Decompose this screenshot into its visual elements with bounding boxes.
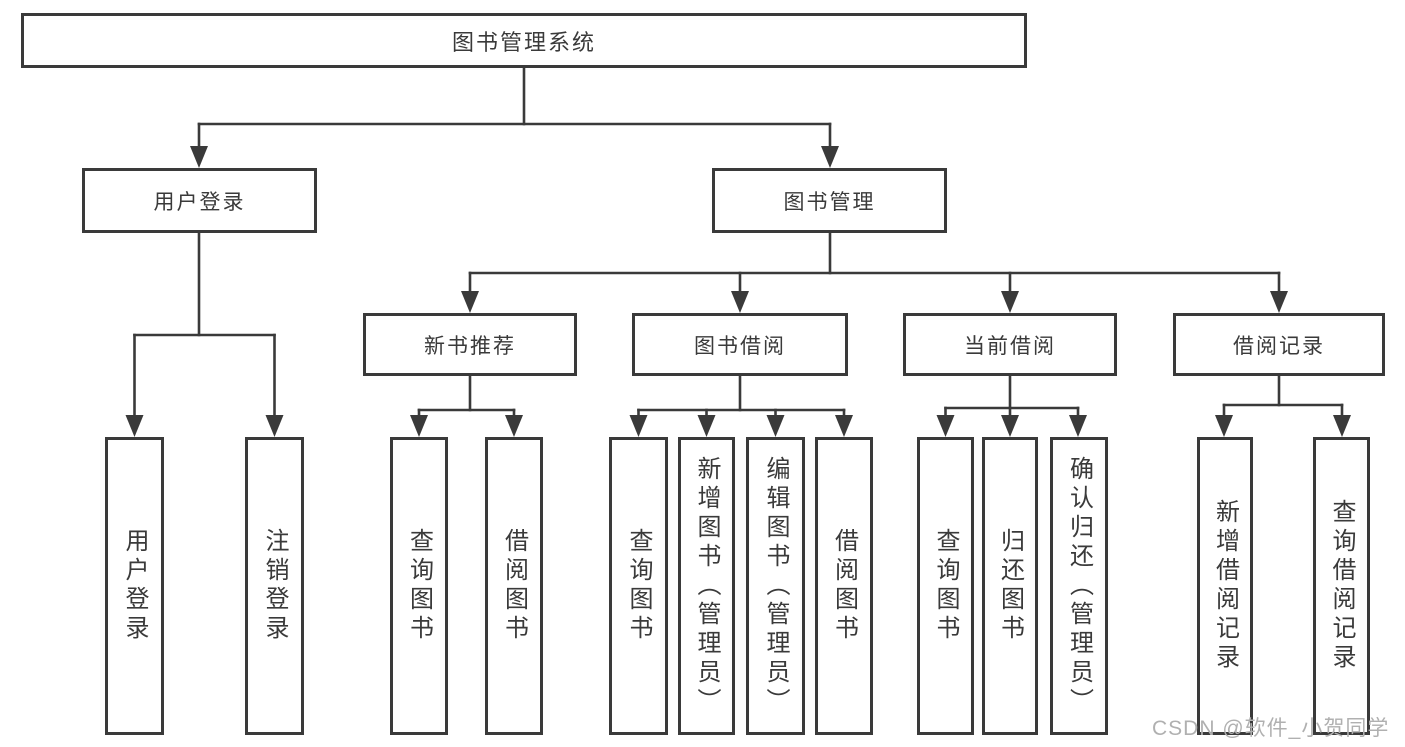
- node-label: 归还图书: [996, 528, 1024, 644]
- node-label: 编辑图书（管理员）: [762, 455, 789, 717]
- leaf-user-login: 用户登录: [105, 437, 164, 735]
- leaf-logout: 注销登录: [245, 437, 304, 735]
- node-label: 新书推荐: [424, 334, 516, 358]
- node-label: 注销登录: [261, 528, 288, 644]
- leaf-bb-borrow-books: 借阅图书: [815, 437, 873, 735]
- node-book-management: 图书管理: [712, 168, 947, 233]
- node-label: 图书借阅: [694, 334, 786, 358]
- node-label: 借阅图书: [830, 528, 858, 644]
- leaf-cb-query-books: 查询图书: [917, 437, 974, 735]
- leaf-bb-add-books-admin: 新增图书（管理员）: [678, 437, 735, 735]
- arrowheads: [125, 146, 1351, 437]
- node-label: 查询图书: [625, 528, 652, 644]
- leaf-br-add-record: 新增借阅记录: [1197, 437, 1253, 735]
- csdn-watermark: CSDN @软件_小贺同学: [1152, 717, 1390, 740]
- node-user-login: 用户登录: [82, 168, 317, 233]
- node-new-book-recommend: 新书推荐: [363, 313, 577, 376]
- node-label: 查询图书: [405, 528, 433, 644]
- node-label: 图书管理系统: [451, 29, 596, 55]
- leaf-br-query-record: 查询借阅记录: [1313, 437, 1370, 735]
- node-label: 确认归还（管理员）: [1065, 455, 1093, 717]
- node-label: 当前借阅: [964, 334, 1056, 358]
- leaf-nb-borrow-books: 借阅图书: [485, 437, 543, 735]
- leaf-bb-edit-books-admin: 编辑图书（管理员）: [746, 437, 805, 735]
- leaf-nb-query-books: 查询图书: [390, 437, 448, 735]
- node-label: 新增借阅记录: [1211, 499, 1239, 673]
- node-label: 用户登录: [121, 528, 148, 644]
- node-label: 借阅图书: [500, 528, 528, 644]
- node-label: 用户登录: [153, 190, 246, 214]
- node-label: 新增图书（管理员）: [693, 455, 720, 717]
- leaf-cb-return-books: 归还图书: [982, 437, 1038, 735]
- leaf-bb-query-books: 查询图书: [609, 437, 668, 735]
- node-label: 查询借阅记录: [1328, 499, 1355, 673]
- node-book-borrow: 图书借阅: [632, 313, 848, 376]
- node-current-borrow: 当前借阅: [903, 313, 1117, 376]
- leaf-cb-confirm-return-admin: 确认归还（管理员）: [1050, 437, 1108, 735]
- node-label: 图书管理: [783, 190, 876, 214]
- node-label: 查询图书: [932, 528, 959, 644]
- node-borrow-records: 借阅记录: [1173, 313, 1385, 376]
- node-root-system: 图书管理系统: [21, 13, 1027, 68]
- node-label: 借阅记录: [1233, 334, 1325, 358]
